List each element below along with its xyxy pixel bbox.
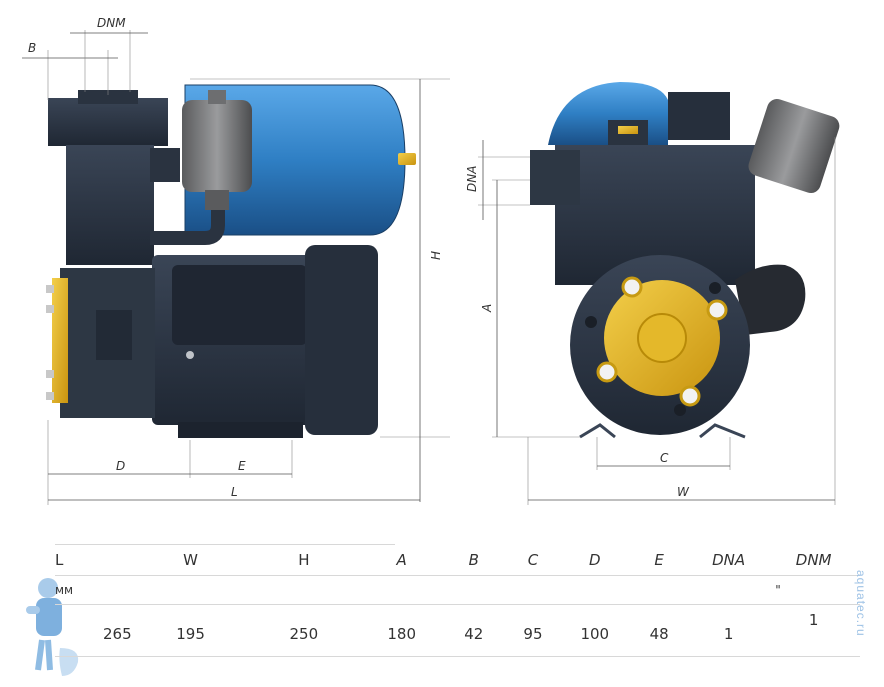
value-W: 195 xyxy=(176,625,205,643)
value-A: 180 xyxy=(387,625,416,643)
value-D: 100 xyxy=(580,625,610,643)
value-H: 250 xyxy=(289,625,319,643)
table-unit-row: мм " xyxy=(55,575,860,605)
header-D: D xyxy=(588,551,601,569)
pump-front-view xyxy=(530,82,840,439)
dim-label-L: L xyxy=(231,485,238,499)
pump-dimension-drawing: B DNM H DNA A C D E L W xyxy=(22,16,840,505)
unit-cell xyxy=(628,575,690,605)
value-C: 95 xyxy=(523,625,543,643)
table-rule-1 xyxy=(55,575,860,576)
table-rule-3 xyxy=(55,656,860,657)
value-E: 48 xyxy=(649,625,669,643)
header-W: W xyxy=(183,551,198,569)
dim-label-B: B xyxy=(28,41,36,55)
header-A: A xyxy=(396,551,407,569)
plumber-mascot-icon xyxy=(26,578,79,676)
unit-cell xyxy=(134,575,247,605)
header-L: L xyxy=(55,551,64,569)
value-L: 265 xyxy=(103,625,132,643)
unit-cell xyxy=(561,575,628,605)
unit-cell-inch: " xyxy=(775,583,781,597)
unit-cell xyxy=(505,575,562,605)
dim-label-D: D xyxy=(116,459,125,473)
unit-cell xyxy=(690,575,767,605)
dim-label-H: H xyxy=(429,251,443,260)
dimensions-table: L W H A B C D E DNA DNM мм " 265 195 250… xyxy=(55,545,860,663)
watermark: aquatec.ru xyxy=(854,570,868,637)
table-rule-2 xyxy=(55,604,860,605)
pump-side-view xyxy=(46,84,416,438)
value-DNM: 1 xyxy=(808,611,819,629)
dim-label-W: W xyxy=(677,485,690,499)
unit-cell xyxy=(247,575,360,605)
value-B: 42 xyxy=(464,625,484,643)
header-B: B xyxy=(468,551,479,569)
dim-label-C: C xyxy=(660,451,669,465)
unit-cell xyxy=(360,575,442,605)
header-E: E xyxy=(654,551,664,569)
unit-cell xyxy=(443,575,505,605)
dim-label-E: E xyxy=(238,459,246,473)
table-header-row: L W H A B C D E DNA DNM xyxy=(55,545,860,575)
unit-cell: мм xyxy=(55,583,74,597)
header-DNA: DNA xyxy=(712,551,746,569)
value-DNA: 1 xyxy=(723,625,734,643)
dim-label-DNA: DNA xyxy=(465,166,479,192)
dimension-lines xyxy=(22,30,836,505)
header-H: H xyxy=(298,551,310,569)
dim-label-DNM: DNM xyxy=(97,16,126,30)
table-top-rule xyxy=(55,544,395,545)
table-value-row: 265 195 250 180 42 95 100 48 1 1 xyxy=(55,605,860,663)
header-DNM: DNM xyxy=(795,551,832,569)
header-C: C xyxy=(527,551,539,569)
dim-label-A: A xyxy=(480,304,494,313)
